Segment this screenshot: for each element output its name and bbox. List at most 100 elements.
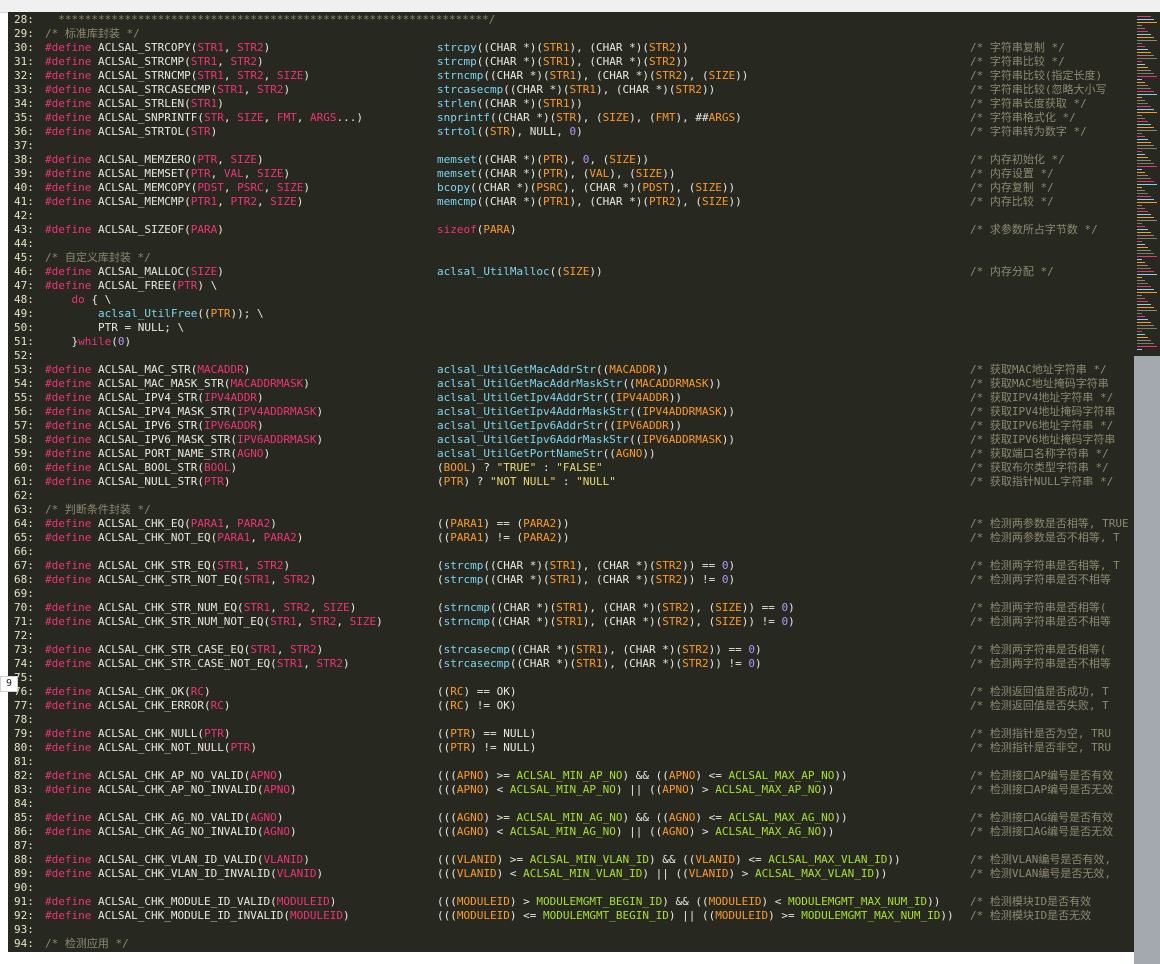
code-line[interactable]: 78: [8,713,1134,727]
code-line[interactable]: 64:#define ACLSAL_CHK_EQ(PARA1, PARA2)((… [8,517,1134,531]
code-line[interactable]: 33:#define ACLSAL_STRCASECMP(STR1, STR2)… [8,83,1134,97]
code-line[interactable]: 52: [8,349,1134,363]
code-line[interactable]: 65:#define ACLSAL_CHK_NOT_EQ(PARA1, PARA… [8,531,1134,545]
code-line[interactable]: 51: }while(0) [8,335,1134,349]
code-line[interactable]: 88:#define ACLSAL_CHK_VLAN_ID_VALID(VLAN… [8,853,1134,867]
code-line[interactable]: 77:#define ACLSAL_CHK_ERROR(RC)((RC) != … [8,699,1134,713]
code-line[interactable]: 57:#define ACLSAL_IPV6_STR(IPV6ADDR)acls… [8,419,1134,433]
code-line[interactable]: 86:#define ACLSAL_CHK_AG_NO_INVALID(AGNO… [8,825,1134,839]
line-comment: /* 获取IPV4地址字符串 */ [970,391,1114,404]
code-line[interactable]: 79:#define ACLSAL_CHK_NULL(PTR)((PTR) ==… [8,727,1134,741]
code-line[interactable]: 47:#define ACLSAL_FREE(PTR) \ [8,279,1134,293]
code-line[interactable]: 35:#define ACLSAL_SNPRINTF(STR, SIZE, FM… [8,111,1134,125]
code-line[interactable]: 73:#define ACLSAL_CHK_STR_CASE_EQ(STR1, … [8,643,1134,657]
code-editor[interactable]: 28: ************************************… [8,12,1134,952]
code-line[interactable]: 50: PTR = NULL; \ [8,321,1134,335]
token: ( [437,615,444,628]
code-line[interactable]: 85:#define ACLSAL_CHK_AG_NO_VALID(AGNO)(… [8,811,1134,825]
code-line[interactable]: 94:/* 检测应用 */ [8,937,1134,951]
token: ), (CHAR *)( [569,55,649,68]
code-line[interactable]: 90: [8,881,1134,895]
token: ) == NULL) [470,727,537,740]
definition-segment: aclsal_UtilGetIpv4AddrMaskStr((IPV4ADDRM… [437,405,735,419]
minimap-line [1137,115,1142,116]
code-line[interactable]: 55:#define ACLSAL_IPV4_STR(IPV4ADDR)acls… [8,391,1134,405]
code-line[interactable]: 84: [8,797,1134,811]
code-line[interactable]: 83:#define ACLSAL_CHK_AP_NO_INVALID(APNO… [8,783,1134,797]
minimap-line [1137,217,1154,218]
token: ( [476,223,484,236]
line-number: 89: [14,867,34,880]
token: , [243,559,257,572]
token: RC [450,685,464,698]
code-line[interactable]: 28: ************************************… [8,13,1134,27]
code-segment: /* 标准库封装 */ [45,27,140,41]
token: aclsal_UtilGetMacAddrStr [437,363,596,376]
code-line[interactable]: 59:#define ACLSAL_PORT_NAME_STR(AGNO)acl… [8,447,1134,461]
code-line[interactable]: 74:#define ACLSAL_CHK_STR_CASE_NOT_EQ(ST… [8,657,1134,671]
code-line[interactable]: 41:#define ACLSAL_MEMCMP(PTR1, PTR2, SIZ… [8,195,1134,209]
code-line[interactable]: 29:/* 标准库封装 */ [8,27,1134,41]
code-segment: #define ACLSAL_MEMCOPY(PDST, PSRC, SIZE) [45,181,310,195]
token: ACLSAL_MALLOC( [91,265,191,278]
code-line[interactable]: 44: [8,237,1134,251]
minimap-line [1137,187,1142,188]
code-line[interactable]: 48: do { \ [8,293,1134,307]
code-line[interactable]: 31:#define ACLSAL_STRCMP(STR1, STR2)strc… [8,55,1134,69]
minimap[interactable] [1134,12,1160,964]
code-line[interactable]: 36:#define ACLSAL_STRTOL(STR)strtol((STR… [8,125,1134,139]
code-line[interactable]: 62: [8,489,1134,503]
minimap-line [1137,19,1154,20]
code-line[interactable]: 72: [8,629,1134,643]
code-line[interactable]: 60:#define ACLSAL_BOOL_STR(BOOL)(BOOL) ?… [8,461,1134,475]
code-line[interactable]: 66: [8,545,1134,559]
line-number: 70: [14,601,34,614]
code-line[interactable]: 46:#define ACLSAL_MALLOC(SIZE)aclsal_Uti… [8,265,1134,279]
code-line[interactable]: 75: [8,671,1134,685]
code-line[interactable]: 37: [8,139,1134,153]
code-line[interactable]: 30:#define ACLSAL_STRCOPY(STR1, STR2)str… [8,41,1134,55]
code-line[interactable]: 45:/* 自定义库封装 */ [8,251,1134,265]
code-line[interactable]: 89:#define ACLSAL_CHK_VLAN_ID_INVALID(VL… [8,867,1134,881]
token: ), (CHAR *)( [582,615,663,628]
code-line[interactable]: 91:#define ACLSAL_CHK_MODULE_ID_VALID(MO… [8,895,1134,909]
code-line[interactable]: 87: [8,839,1134,853]
token: while [78,335,112,348]
code-line[interactable]: 76:#define ACLSAL_CHK_OK(RC)((RC) == OK)… [8,685,1134,699]
code-line[interactable]: 68:#define ACLSAL_CHK_STR_NOT_EQ(STR1, S… [8,573,1134,587]
minimap-viewport-thumb[interactable] [1134,356,1160,964]
code-line[interactable]: 38:#define ACLSAL_MEMZERO(PTR, SIZE)mems… [8,153,1134,167]
token: STR2 [648,41,676,54]
code-line[interactable]: 56:#define ACLSAL_IPV4_MASK_STR(IPV4ADDR… [8,405,1134,419]
code-line[interactable]: 34:#define ACLSAL_STRLEN(STR1)strlen((CH… [8,97,1134,111]
token: ) [296,531,304,544]
token: (( [595,363,610,376]
code-line[interactable]: 93: [8,923,1134,937]
line-number: 47: [14,279,34,292]
code-line[interactable]: 71:#define ACLSAL_CHK_STR_NUM_NOT_EQ(STR… [8,615,1134,629]
code-line[interactable]: 82:#define ACLSAL_CHK_AP_NO_VALID(APNO)(… [8,769,1134,783]
code-line[interactable]: 40:#define ACLSAL_MEMCOPY(PDST, PSRC, SI… [8,181,1134,195]
code-line[interactable]: 54:#define ACLSAL_MAC_MASK_STR(MACADDRMA… [8,377,1134,391]
code-line[interactable]: 63:/* 判断条件封装 */ [8,503,1134,517]
code-line[interactable]: 53:#define ACLSAL_MAC_STR(MACADDR)aclsal… [8,363,1134,377]
code-line[interactable]: 92:#define ACLSAL_CHK_MODULE_ID_INVALID(… [8,909,1134,923]
code-line[interactable]: 61:#define ACLSAL_NULL_STR(PTR)(PTR) ? "… [8,475,1134,489]
code-line[interactable]: 32:#define ACLSAL_STRNCMP(STR1, STR2, SI… [8,69,1134,83]
code-line[interactable]: 81: [8,755,1134,769]
token: STR2 [682,643,709,656]
token: ), ( [629,111,656,124]
code-line[interactable]: 70:#define ACLSAL_CHK_STR_NUM_EQ(STR1, S… [8,601,1134,615]
code-line[interactable]: 39:#define ACLSAL_MEMSET(PTR, VAL, SIZE)… [8,167,1134,181]
code-line[interactable]: 42: [8,209,1134,223]
minimap-line [1137,340,1151,341]
code-line[interactable]: 67:#define ACLSAL_CHK_STR_EQ(STR1, STR2)… [8,559,1134,573]
code-line[interactable]: 80:#define ACLSAL_CHK_NOT_NULL(PTR)((PTR… [8,741,1134,755]
token: PARA2 [523,531,557,544]
code-line[interactable]: 43:#define ACLSAL_SIZEOF(PARA)sizeof(PAR… [8,223,1134,237]
token: MODULEMGMT_MAX_NUM_ID [788,895,928,908]
line-comment: /* 内存初始化 */ [970,153,1065,166]
code-line[interactable]: 58:#define ACLSAL_IPV6_MASK_STR(IPV6ADDR… [8,433,1134,447]
code-line[interactable]: 69: [8,587,1134,601]
code-line[interactable]: 49: aclsal_UtilFree((PTR)); \ [8,307,1134,321]
